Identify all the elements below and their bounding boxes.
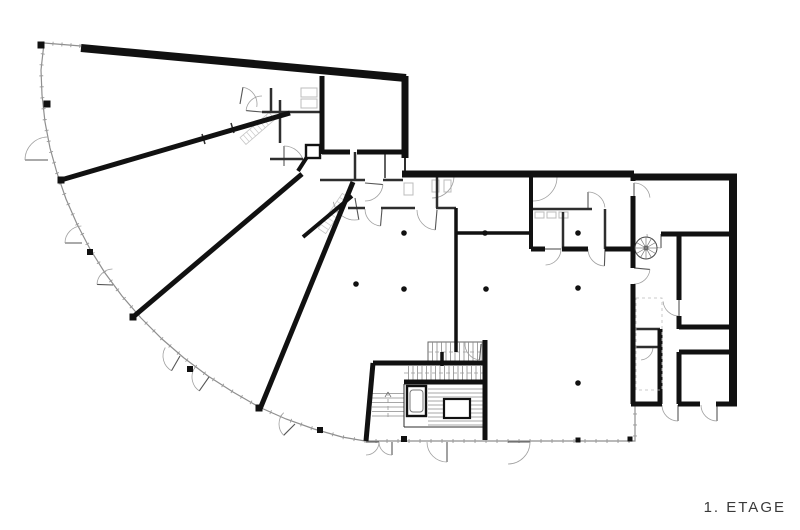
fixtures-layer (300, 87, 569, 219)
facade-layer (39, 41, 637, 443)
core-boxes-layer (304, 143, 663, 420)
spiral-stair (634, 236, 658, 260)
columns-layer (37, 41, 633, 443)
floor-label: 1. ETAGE (703, 499, 786, 516)
walls-layer (60, 44, 737, 442)
stairs-layer (372, 341, 486, 426)
